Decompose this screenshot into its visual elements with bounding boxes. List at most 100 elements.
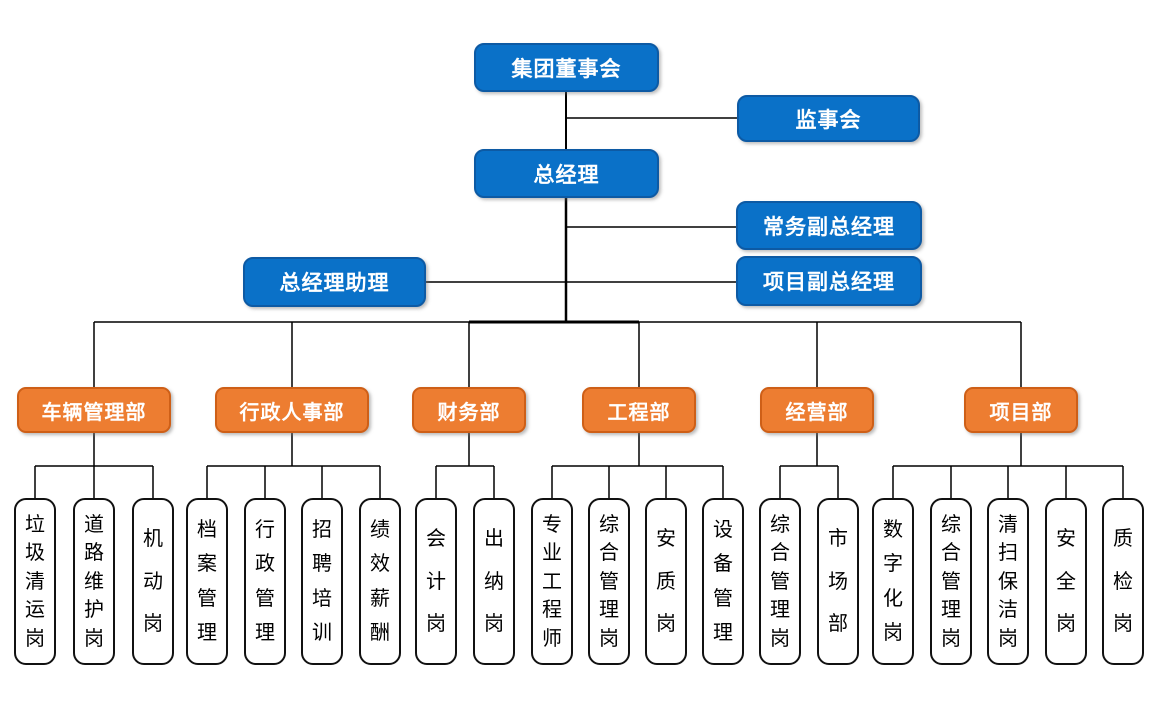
position-label-char: 岗 xyxy=(883,621,903,644)
node-dept-project: 项目部 xyxy=(964,387,1078,433)
position-label-char: 会 xyxy=(426,527,446,550)
node-position-recruit-training: 招聘培训 xyxy=(301,498,343,665)
position-label-char: 效 xyxy=(370,553,390,576)
position-label-char: 岗 xyxy=(941,627,961,650)
node-position-mobile: 机动岗 xyxy=(132,498,174,665)
position-label-char: 政 xyxy=(255,553,275,576)
position-label-char: 岗 xyxy=(1113,613,1133,636)
position-label-char: 市 xyxy=(828,527,848,550)
position-label-char: 计 xyxy=(426,570,446,593)
position-label-char: 管 xyxy=(255,587,275,610)
position-label-char: 扫 xyxy=(998,542,1018,564)
position-label-char: 洁 xyxy=(998,599,1018,621)
node-supervisory-board: 监事会 xyxy=(737,95,920,142)
position-label-char: 理 xyxy=(599,599,619,621)
node-position-cashier: 出纳岗 xyxy=(473,498,515,665)
node-position-archives-management: 档案管理 xyxy=(186,498,228,665)
position-label-char: 全 xyxy=(1056,570,1076,593)
position-label-char: 路 xyxy=(84,542,104,564)
position-label-char: 业 xyxy=(542,542,562,564)
node-position-equipment-management: 设备管理 xyxy=(702,498,744,665)
node-gm-assistant: 总经理助理 xyxy=(243,257,426,307)
position-label-char: 垃 xyxy=(25,513,45,536)
position-label-char: 综 xyxy=(770,513,790,536)
position-label-char: 绩 xyxy=(370,519,390,542)
position-label-char: 综 xyxy=(941,513,961,536)
position-label-char: 护 xyxy=(84,599,104,621)
position-label-char: 设 xyxy=(713,519,733,542)
node-position-market: 市场部 xyxy=(817,498,859,665)
node-dept-vehicle-management: 车辆管理部 xyxy=(17,387,171,433)
position-label-char: 纳 xyxy=(484,570,504,593)
position-label-char: 薪 xyxy=(370,587,390,610)
node-position-cleaning: 清扫保洁岗 xyxy=(987,498,1029,665)
position-label-char: 行 xyxy=(255,519,275,542)
position-label-char: 理 xyxy=(713,621,733,644)
position-label-char: 检 xyxy=(1113,570,1133,593)
position-label-char: 岗 xyxy=(770,627,790,650)
position-label-char: 合 xyxy=(599,542,619,564)
node-position-garbage-removal: 垃圾清运岗 xyxy=(14,498,56,665)
position-label-char: 机 xyxy=(143,527,163,550)
position-label-char: 理 xyxy=(770,599,790,621)
position-label-char: 部 xyxy=(828,613,848,636)
position-label-char: 岗 xyxy=(484,613,504,636)
position-label-char: 岗 xyxy=(143,613,163,636)
position-label-char: 场 xyxy=(828,570,848,593)
position-label-char: 清 xyxy=(25,570,45,593)
position-label-char: 清 xyxy=(998,513,1018,536)
position-label-char: 岗 xyxy=(998,627,1018,650)
node-dept-engineering: 工程部 xyxy=(582,387,696,433)
node-dept-operations: 经营部 xyxy=(760,387,874,433)
position-label-char: 安 xyxy=(1056,527,1076,550)
node-position-digitalization: 数字化岗 xyxy=(872,498,914,665)
node-position-admin-management: 行政管理 xyxy=(244,498,286,665)
position-label-char: 合 xyxy=(941,542,961,564)
position-label-char: 培 xyxy=(312,587,332,610)
node-board-of-directors: 集团董事会 xyxy=(474,43,659,92)
node-position-road-maintenance: 道路维护岗 xyxy=(73,498,115,665)
position-label-char: 岗 xyxy=(84,627,104,650)
position-label-char: 质 xyxy=(1113,527,1133,550)
position-label-char: 程 xyxy=(542,599,562,621)
position-label-char: 管 xyxy=(941,570,961,593)
position-label-char: 岗 xyxy=(599,627,619,650)
position-label-char: 道 xyxy=(84,513,104,536)
node-position-safety-quality: 安质岗 xyxy=(645,498,687,665)
position-label-char: 专 xyxy=(542,513,562,536)
position-label-char: 师 xyxy=(542,627,562,650)
node-position-performance-payroll: 绩效薪酬 xyxy=(359,498,401,665)
position-label-char: 岗 xyxy=(656,613,676,636)
node-position-general-management-ops: 综合管理岗 xyxy=(759,498,801,665)
node-position-general-management-proj: 综合管理岗 xyxy=(930,498,972,665)
position-label-char: 理 xyxy=(941,599,961,621)
position-label-char: 管 xyxy=(599,570,619,593)
position-label-char: 管 xyxy=(713,587,733,610)
position-label-char: 动 xyxy=(143,570,163,593)
position-label-char: 合 xyxy=(770,542,790,564)
position-label-char: 安 xyxy=(656,527,676,550)
position-label-char: 岗 xyxy=(1056,613,1076,636)
node-general-manager: 总经理 xyxy=(474,149,659,198)
position-label-char: 理 xyxy=(255,621,275,644)
node-position-safety: 安全岗 xyxy=(1045,498,1087,665)
node-position-professional-engineer: 专业工程师 xyxy=(531,498,573,665)
position-label-char: 案 xyxy=(197,553,217,576)
position-label-char: 管 xyxy=(770,570,790,593)
position-label-char: 岗 xyxy=(25,627,45,650)
node-position-general-management-eng: 综合管理岗 xyxy=(588,498,630,665)
node-executive-deputy-gm: 常务副总经理 xyxy=(736,201,922,250)
position-label-char: 出 xyxy=(484,527,504,550)
position-label-char: 保 xyxy=(998,570,1018,593)
position-label-char: 运 xyxy=(25,599,45,621)
node-dept-finance: 财务部 xyxy=(412,387,526,433)
position-label-char: 招 xyxy=(312,519,332,542)
node-position-accountant: 会计岗 xyxy=(415,498,457,665)
position-label-char: 综 xyxy=(599,513,619,536)
position-label-char: 酬 xyxy=(370,621,390,644)
position-label-char: 岗 xyxy=(426,613,446,636)
position-label-char: 管 xyxy=(197,587,217,610)
position-label-char: 字 xyxy=(883,553,903,576)
